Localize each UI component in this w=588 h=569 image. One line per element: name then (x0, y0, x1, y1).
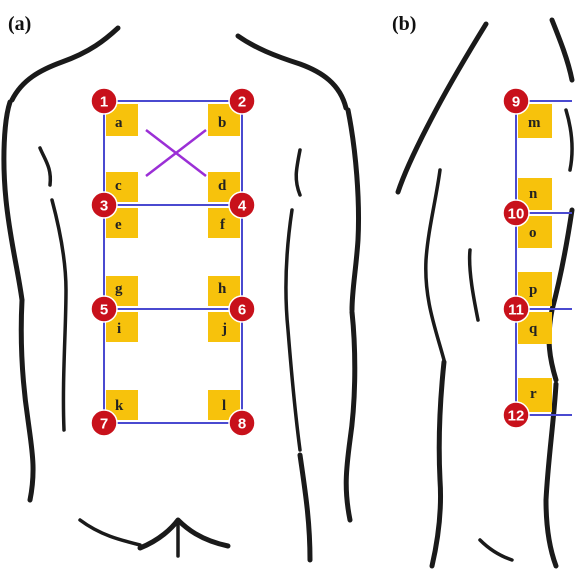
electrode-5: 5 (91, 296, 117, 322)
pad-label-o: o (529, 225, 537, 241)
electrode-11-label: 11 (508, 302, 524, 319)
pad-labels-b: m n o p q r (528, 115, 541, 402)
pad-label-p: p (529, 282, 537, 298)
electrode-9: 9 (503, 88, 529, 114)
electrode-10-label: 10 (508, 206, 525, 223)
pad-label-r: r (530, 386, 537, 402)
panel-a: (a) (4, 13, 359, 560)
electrode-3-label: 3 (100, 198, 108, 215)
electrode-4-label: 4 (238, 198, 247, 215)
electrode-9-label: 9 (512, 94, 520, 111)
electrodes-a: 1 2 3 4 5 6 7 (91, 88, 255, 436)
electrode-6: 6 (229, 296, 255, 322)
electrode-2: 2 (229, 88, 255, 114)
electrode-10: 10 (503, 200, 529, 226)
electrode-8: 8 (229, 410, 255, 436)
electrode-11: 11 (503, 296, 529, 322)
electrode-3: 3 (91, 192, 117, 218)
electrode-1-label: 1 (100, 94, 108, 111)
electrode-7-label: 7 (100, 416, 108, 433)
pad-label-h: h (218, 281, 227, 297)
electrode-12: 12 (503, 402, 529, 428)
panel-b: (b) m n (392, 13, 572, 566)
pad-label-e: e (115, 217, 122, 233)
electrode-7: 7 (91, 410, 117, 436)
pad-label-l: l (222, 398, 226, 414)
panel-b-label: (b) (392, 13, 416, 35)
cross-mark (146, 130, 206, 176)
electrode-1: 1 (91, 88, 117, 114)
electrode-5-label: 5 (100, 302, 108, 319)
electrode-2-label: 2 (238, 94, 246, 111)
electrode-4: 4 (229, 192, 255, 218)
pad-label-n: n (529, 186, 538, 202)
electrode-8-label: 8 (238, 416, 246, 433)
pad-label-q: q (529, 321, 538, 337)
pad-label-k: k (115, 398, 124, 414)
pad-label-b: b (218, 115, 226, 131)
pads-b (518, 104, 552, 412)
pad-label-m: m (528, 115, 541, 131)
torso-back-outline (4, 28, 359, 560)
pad-label-a: a (115, 115, 123, 131)
pad-label-i: i (117, 321, 121, 337)
pad-label-j: j (221, 321, 227, 337)
pad-labels-a: a b c d e f g h i j k l (115, 115, 227, 414)
pad-label-d: d (218, 178, 227, 194)
pad-label-c: c (115, 178, 122, 194)
electrode-6-label: 6 (238, 302, 246, 319)
electrode-12-label: 12 (508, 408, 525, 425)
panel-a-label: (a) (8, 13, 31, 35)
pad-label-g: g (115, 281, 123, 297)
